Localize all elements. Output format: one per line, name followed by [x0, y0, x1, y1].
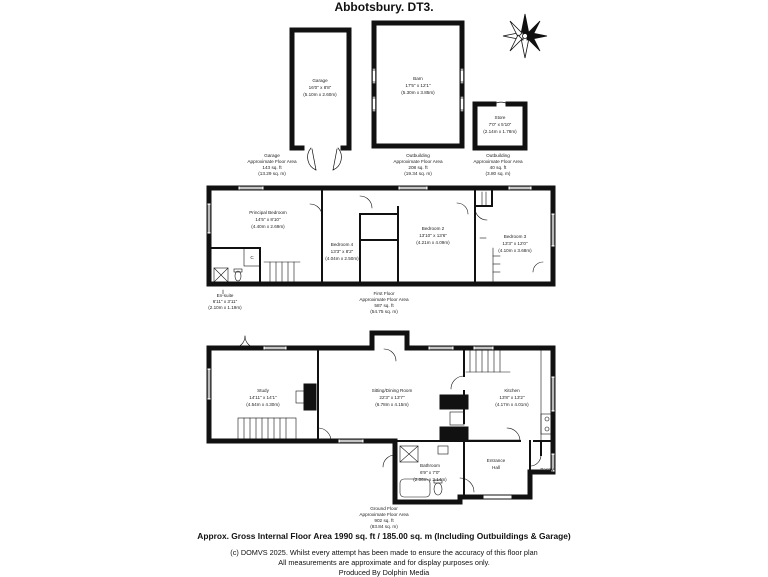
outbuilding-area-line2: Approximate Floor Area [393, 159, 443, 164]
study-metric: (4.54m x 4.30m) [246, 402, 280, 407]
ground-floor-area-line1: Ground Floor [370, 506, 398, 511]
sitting-dining-name: Sitting/Dining Room [372, 388, 413, 393]
barn-imperial: 17'5" x 12'1" [405, 83, 431, 88]
bathroom-fixtures [399, 445, 449, 498]
bedroom4-imperial: 13'3" x 8'2" [331, 249, 354, 254]
outbuilding2-area-line3: 40 sq. ft [490, 165, 507, 170]
disclaimer-line3: Produced By Dolphin Media [338, 568, 430, 577]
first-floor-area-line2: Approximate Floor Area [359, 297, 409, 302]
principal-bedroom-name: Principal Bedroom [249, 210, 287, 215]
sitting-dining-imperial: 22'3" x 13'7" [379, 395, 405, 400]
study-name: Study [257, 388, 269, 393]
bedroom4-name: Bedroom 4 [331, 242, 354, 247]
garage-imperial: 16'0" x 8'8" [309, 85, 332, 90]
ground-floor-area-line4: (83.84 sq. m) [370, 524, 398, 529]
pantry-name: Pantry [540, 467, 554, 472]
first-floor-stairs [263, 191, 501, 285]
garage-area-line3: 143 sq. ft [262, 165, 282, 170]
bedroom2-metric: (4.21m x 4.09m) [416, 240, 450, 245]
ground-floor-outline [206, 330, 556, 505]
kitchen-name: Kitchen [504, 388, 520, 393]
store-metric: (2.14m x 1.78m) [483, 129, 517, 134]
outbuilding-area-line3: 208 sq. ft [408, 165, 428, 170]
bedroom3-name: Bedroom 3 [504, 234, 527, 239]
entrance-hall-name: Entrance [487, 458, 506, 463]
ground-floor-area-line2: Approximate Floor Area [359, 512, 409, 517]
bathroom-imperial: 6'9" x 7'0" [420, 470, 440, 475]
bedroom4-metric: (4.04m x 2.50m) [325, 256, 359, 261]
barn-outline [371, 20, 465, 149]
ensuite-metric: (2.10m x 1.19m) [208, 305, 242, 310]
first-floor-outline [206, 185, 556, 287]
outbuilding-area-line4: (19.34 sq. m) [404, 171, 432, 176]
garage-name: Garage [312, 78, 328, 83]
study-imperial: 14'11" x 14'1" [249, 395, 277, 400]
bedroom3-imperial: 13'3" x 12'0" [502, 241, 528, 246]
compass-icon [502, 13, 548, 59]
bathroom-name: Bathroom [420, 463, 440, 468]
garage-outline [289, 27, 352, 151]
entrance-hall-name2: Hall [492, 465, 500, 470]
garage-area-line4: (13.29 sq. m) [258, 171, 286, 176]
bedroom2-imperial: 13'10" x 13'6" [419, 233, 447, 238]
garage-area-line2: Approximate Floor Area [247, 159, 297, 164]
outbuilding2-area-line2: Approximate Floor Area [473, 159, 523, 164]
ensuite-imperial: 6'11" x 3'11" [213, 299, 238, 304]
page-title: Abbotsbury. DT3. [334, 0, 434, 14]
first-floor-area-line3: 587 sq. ft [374, 303, 394, 308]
outbuilding2-area-line4: (3.80 sq. m) [485, 171, 510, 176]
garage-metric: (5.10m x 2.60m) [303, 92, 337, 97]
store-imperial: 7'0" x 5'10" [489, 122, 512, 127]
garage-doors [307, 147, 342, 171]
first-floor-area-line1: First Floor [373, 291, 395, 296]
study-stairs [237, 417, 297, 441]
disclaimer-line1: (c) DOMVS 2025. Whilst every attempt has… [230, 548, 538, 557]
principal-bedroom-metric: (4.40m x 2.69m) [251, 224, 285, 229]
bedroom3-metric: (4.10m x 3.68m) [498, 248, 532, 253]
disclaimer-line2: All measurements are approximate and for… [278, 558, 490, 567]
ensuite-fixtures [213, 267, 243, 283]
first-floor-area-line4: (54.75 sq. m) [370, 309, 398, 314]
kitchen-units [465, 347, 554, 441]
outbuilding2-area-line1: Outbuilding [486, 153, 510, 158]
store-name: Store [495, 115, 506, 120]
kitchen-imperial: 13'8" x 13'2" [499, 395, 525, 400]
barn-metric: (5.30m x 3.85m) [401, 90, 435, 95]
ground-floor-area-line3: 902 sq. ft [374, 518, 394, 523]
study-fireplace [303, 383, 317, 411]
kitchen-metric: (4.17m x 4.01m) [495, 402, 529, 407]
sitting-room-chimney [439, 394, 469, 410]
barn-name: Barn [413, 76, 423, 81]
bathroom-metric: (2.06m x 2.14m) [413, 477, 447, 482]
store-outline [472, 101, 528, 151]
outbuilding-area-line1: Outbuilding [406, 153, 430, 158]
cupboard-label: C [250, 255, 254, 260]
gross-floor-area: Approx. Gross Internal Floor Area 1990 s… [197, 531, 571, 541]
bedroom2-name: Bedroom 2 [422, 226, 445, 231]
garage-area-line1: Garage [264, 153, 280, 158]
principal-bedroom-imperial: 14'5" x 8'10" [255, 217, 281, 222]
ensuite-name: En-suite [217, 293, 234, 298]
study-doors [232, 335, 258, 349]
sitting-dining-metric: (6.78m x 4.15m) [375, 402, 409, 407]
